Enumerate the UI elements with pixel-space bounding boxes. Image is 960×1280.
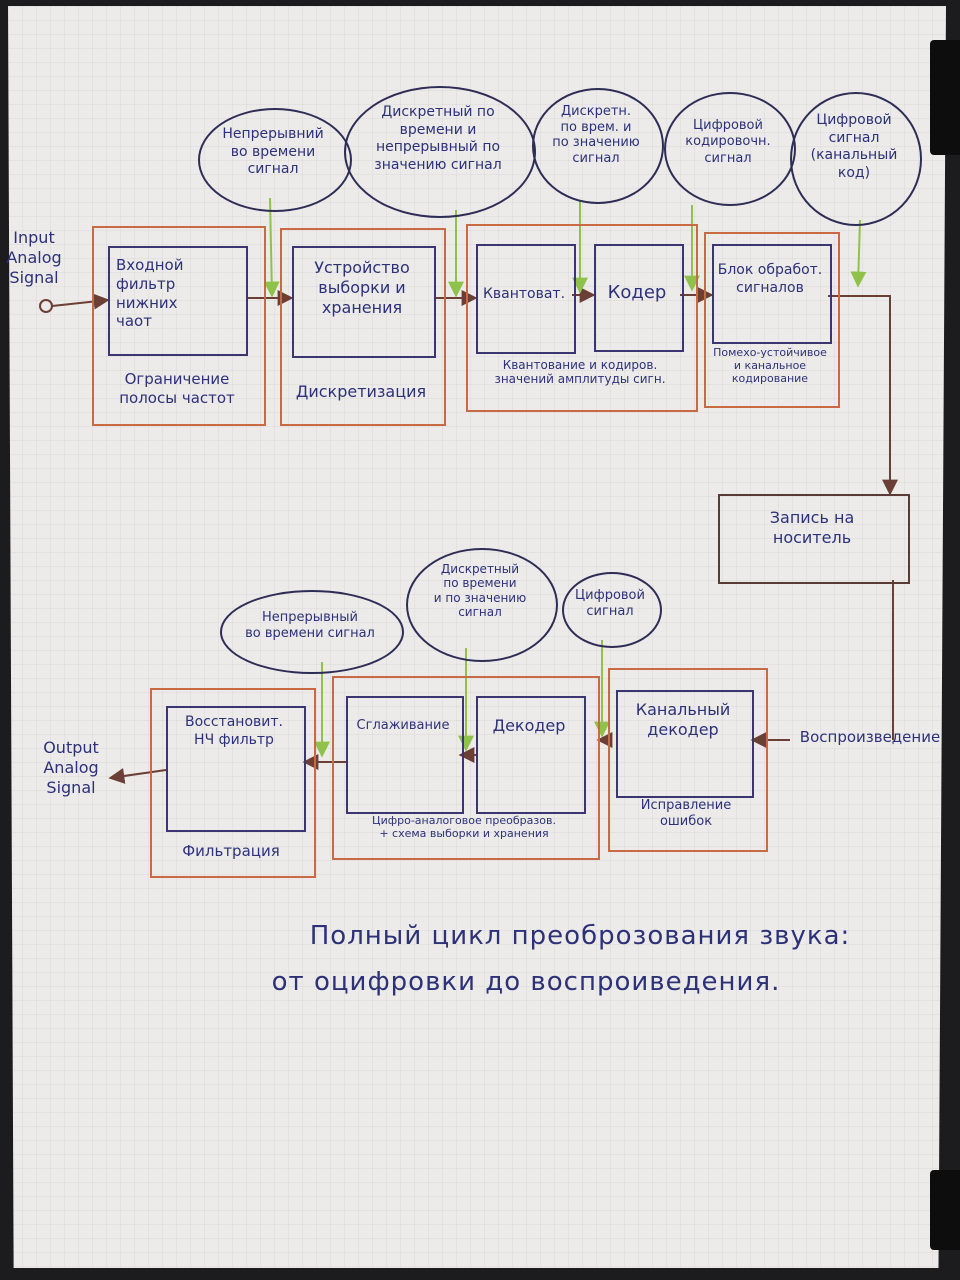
diagram-title-line2: от оцифровки до воспроиведения. — [271, 967, 781, 997]
binder-clip — [930, 95, 960, 155]
stage-channel-coding-caption: Помехо-устойчивое и канальное кодировани… — [713, 346, 827, 386]
block-coder — [594, 244, 684, 352]
bubble-digital-output-signal-text: Цифровой сигнал — [575, 588, 645, 620]
bubble-channel-code-text: Цифровой сигнал (канальный код) — [810, 112, 898, 181]
stage-filtering-caption: Фильтрация — [182, 842, 280, 860]
block-smoothing-text: Сглаживание — [356, 718, 450, 733]
bubble-continuous-signal-text: Непрерывний во времени сигнал — [222, 126, 324, 177]
block-input-filter — [108, 246, 248, 356]
bubble-discrete-time-signal-text: Дискретный по времени и непрерывный по з… — [374, 104, 502, 173]
binder-clip — [930, 1170, 960, 1250]
block-quantizer — [476, 244, 576, 354]
bubble-digital-coded-signal-text: Цифровой кодировочн. сигнал — [685, 118, 771, 166]
bubble-discrete-output-signal — [406, 548, 558, 662]
bubble-continuous-output-signal-text: Непрерывный во времени сигнал — [245, 610, 375, 642]
bubble-continuous-output-signal — [220, 590, 404, 674]
block-channel-decoder-text: Канальный декодер — [635, 700, 731, 739]
block-coder-text: Кодер — [607, 282, 667, 303]
block-record-to-media-text: Запись на носитель — [769, 508, 855, 547]
stage-sampling-caption: Дискретизация — [295, 382, 427, 401]
stage-dac — [332, 676, 600, 860]
diagram-title-line1: Полный цикл преоброзования звука: — [309, 921, 851, 951]
bubble-discrete-value-signal-text: Дискретн. по врем. и по значению сигнал — [552, 104, 640, 166]
block-decoder-text: Декодер — [492, 716, 566, 735]
stage-error-correction-caption: Исправление ошибок — [640, 798, 732, 830]
stage-error-correction — [608, 668, 768, 852]
block-record-to-media — [718, 494, 910, 584]
block-quantizer-text: Квантоват. — [482, 286, 566, 302]
stage-dac-caption: Цифро-аналоговое преобразов. + схема выб… — [372, 814, 556, 841]
bubble-discrete-output-signal-text: Дискретный по времени и по значению сигн… — [433, 562, 527, 620]
block-input-filter-text: Входной фильтр нижних чаот — [116, 256, 184, 331]
bubble-digital-output-signal — [562, 572, 662, 648]
block-restore-filter — [166, 706, 306, 832]
block-decoder — [476, 696, 586, 814]
block-smoothing — [346, 696, 464, 814]
stage-filtering — [150, 688, 316, 878]
stage-channel-coding — [704, 232, 840, 408]
block-sample-hold — [292, 246, 436, 358]
stage-quantization-caption: Квантование и кодиров. значений амплитуд… — [494, 358, 666, 387]
input-label: Input Analog Signal — [6, 228, 62, 287]
block-sample-hold-text: Устройство выборки и хранения — [314, 258, 410, 317]
bubble-discrete-value-signal — [532, 88, 664, 204]
stage-sampling — [280, 228, 446, 426]
block-channel-decoder — [616, 690, 754, 798]
bubble-channel-code — [790, 92, 922, 226]
block-restore-filter-text: Восстановит. НЧ фильтр — [185, 714, 283, 748]
block-signal-processing-text: Блок обработ. сигналов — [717, 262, 823, 296]
block-signal-processing — [712, 244, 832, 344]
playback-label: Воспроизведение — [799, 728, 941, 746]
output-label: Output Analog Signal — [43, 738, 99, 797]
input-terminal — [39, 299, 53, 313]
stage-bandlimit — [92, 226, 266, 426]
stage-bandlimit-caption: Ограничение полосы частот — [119, 370, 235, 407]
stage-quantization — [466, 224, 698, 412]
